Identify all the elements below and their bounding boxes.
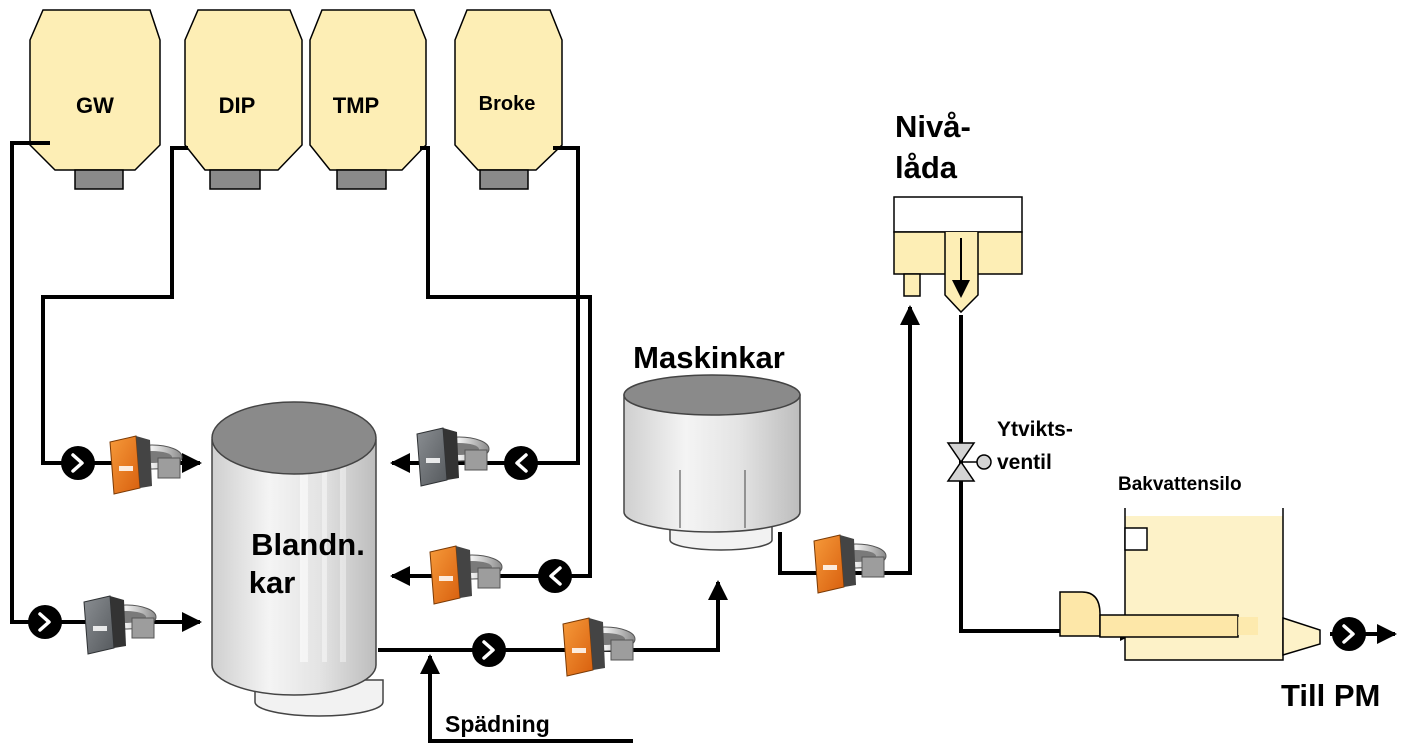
pipe-dip	[41, 146, 202, 473]
pipe-tmp	[390, 146, 592, 586]
head-box-label-1: Nivå-	[895, 109, 971, 144]
head-box-label-2: låda	[895, 150, 958, 185]
valve-label-1: Ytvikts-	[997, 418, 1073, 441]
silo-label-dip: DIP	[219, 93, 256, 118]
silo-dip: DIP	[184, 9, 303, 190]
consistency-transmitter-icon	[83, 595, 157, 655]
silo-label-broke: Broke	[479, 93, 536, 115]
consistency-transmitter-icon	[416, 427, 490, 487]
whitewater-silo: Bakvattensilo	[1059, 474, 1321, 661]
machine-chest-label: Maskinkar	[633, 340, 785, 375]
silo-label-gw: GW	[76, 93, 114, 118]
pump-icon	[26, 603, 64, 641]
pipe-dilution	[420, 654, 633, 743]
to-pm-label: Till PM	[1281, 678, 1380, 713]
pipe-blend-outlet	[378, 580, 728, 652]
pump-icon	[59, 444, 97, 482]
valve-icon	[946, 442, 976, 464]
pipe-broke	[390, 146, 580, 473]
silo-gw: GW	[29, 9, 161, 190]
silo-tmp: TMP	[309, 9, 427, 190]
consistency-transmitter-icon	[109, 435, 183, 495]
silo-label-tmp: TMP	[333, 93, 379, 118]
machine-chest: Maskinkar	[623, 340, 801, 551]
silo-broke: Broke	[454, 9, 563, 190]
blend-chest-label-1: Blandn.	[251, 527, 365, 562]
pump-icon	[536, 557, 574, 595]
blend-chest-label-2: kar	[249, 565, 296, 600]
dilution-label: Spädning	[445, 711, 550, 737]
consistency-transmitter-icon	[813, 534, 887, 594]
head-box: Nivå- låda	[893, 109, 1023, 314]
valve-label-2: ventil	[997, 451, 1052, 474]
consistency-transmitter-icon	[429, 545, 503, 605]
pump-icon	[502, 444, 540, 482]
consistency-transmitter-icon	[562, 617, 636, 677]
pump-icon	[1330, 615, 1368, 653]
basis-weight-valve: Ytvikts- ventil	[946, 418, 1073, 482]
blend-chest: Blandn. kar	[211, 401, 384, 717]
whitewater-silo-label: Bakvattensilo	[1118, 474, 1242, 495]
pump-icon	[470, 631, 508, 669]
